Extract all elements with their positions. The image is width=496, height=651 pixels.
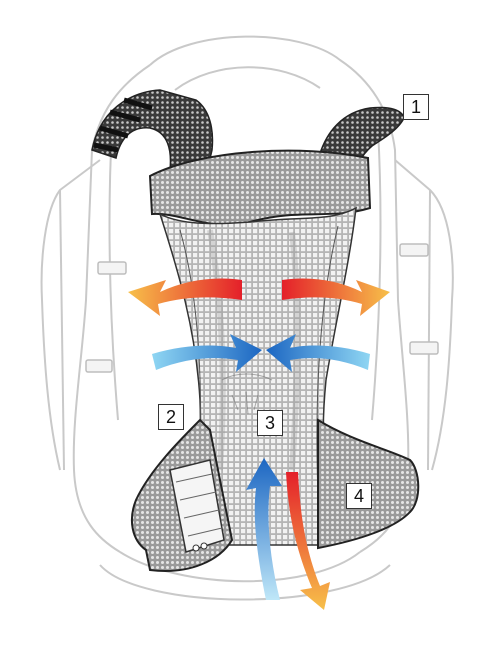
- top-yoke: [148, 149, 372, 226]
- mesh-shading: [207, 229, 301, 471]
- left-hip-buckle-icon: [169, 459, 225, 553]
- callout-1: 1: [403, 94, 429, 120]
- airflow-arrow-cool-icon: [152, 334, 370, 600]
- callout-4: 4: [346, 483, 372, 509]
- callout-3: 3: [257, 410, 283, 436]
- side-buckle-icon: [85, 243, 439, 373]
- callout-2: 2: [158, 404, 184, 430]
- mesh-center-mark: [221, 373, 273, 415]
- airflow-arrow-warm-icon: [128, 278, 390, 610]
- left-shoulder-strap: [91, 89, 214, 177]
